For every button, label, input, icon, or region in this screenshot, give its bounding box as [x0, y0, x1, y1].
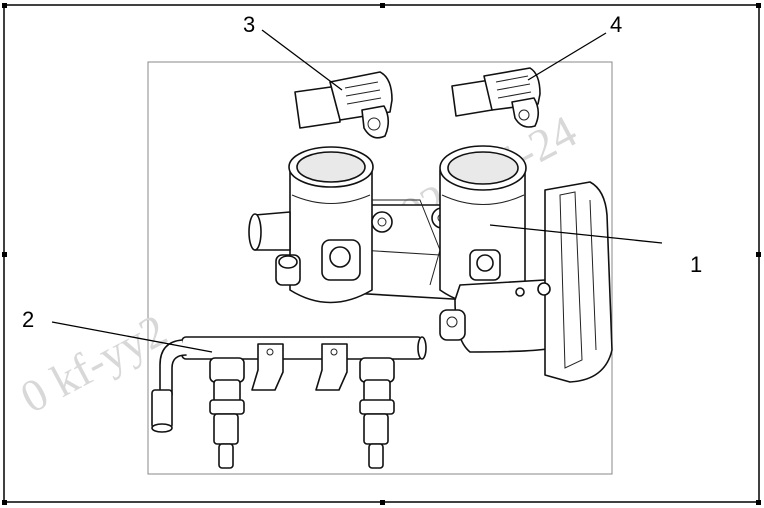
map-sensor-drawing — [294, 71, 393, 139]
callout-1: 1 — [690, 252, 702, 277]
fuel-rail-drawing — [151, 336, 427, 469]
tmap-sensor-drawing — [451, 67, 541, 128]
inner-frame — [147, 61, 613, 475]
leader-lines — [51, 29, 663, 353]
watermark-left: 0 kf-yy2 — [12, 304, 175, 423]
callout-2: 2 — [22, 307, 34, 332]
throttle-body-drawing — [248, 145, 613, 383]
callout-3: 3 — [243, 12, 255, 37]
frame-handles — [2, 3, 761, 505]
callout-4: 4 — [610, 12, 622, 37]
